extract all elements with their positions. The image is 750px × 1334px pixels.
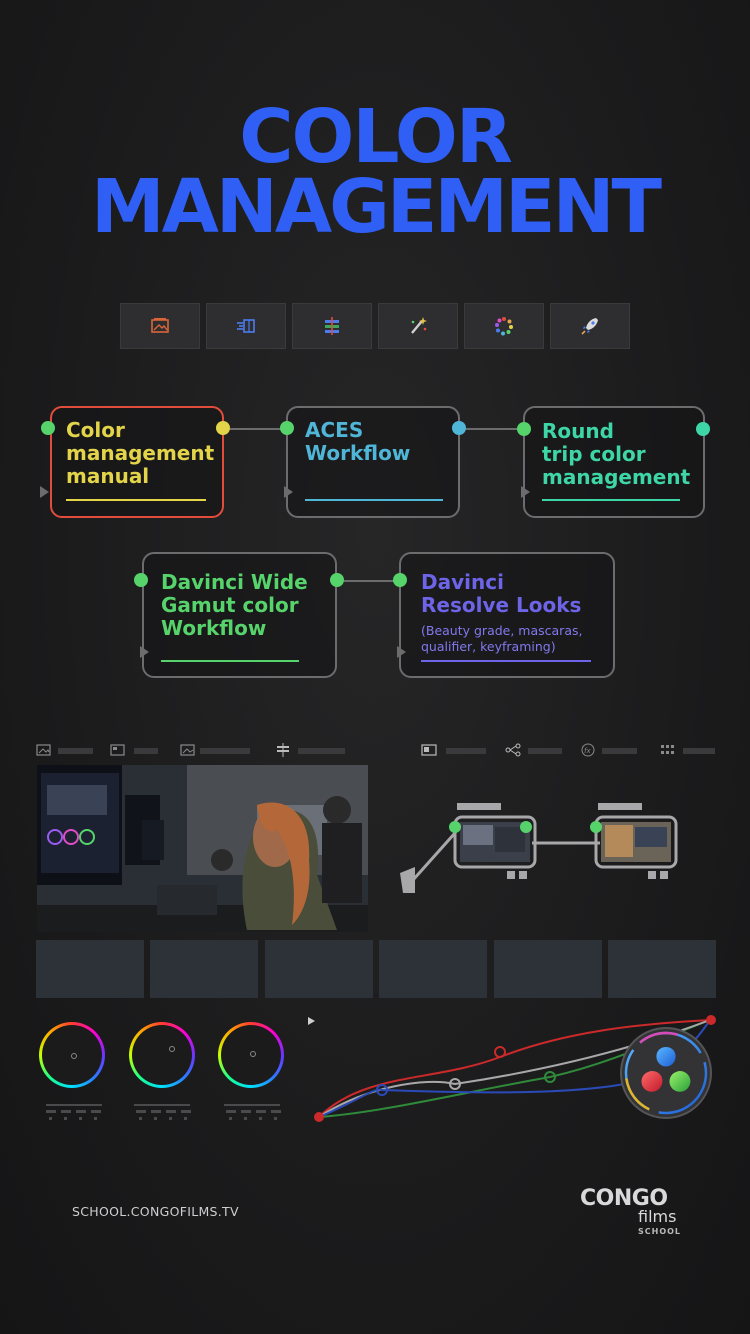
- node-1-underline: [66, 499, 206, 501]
- panel-label-bar: [683, 748, 715, 754]
- panel-label-bar: [200, 748, 250, 754]
- clip-thumbnail[interactable]: [36, 940, 144, 998]
- fusion-page-button[interactable]: [378, 303, 458, 349]
- panel-label-bar: [446, 748, 486, 754]
- clip-icon[interactable]: [421, 743, 437, 757]
- luts-icon[interactable]: [110, 743, 126, 757]
- viewer-photo: [37, 765, 368, 932]
- node-2-underline: [305, 499, 443, 501]
- gallery-icon[interactable]: [36, 743, 52, 757]
- panel-label-bar: [134, 748, 158, 754]
- clip-thumbnail[interactable]: [494, 940, 602, 998]
- wheel-value-readouts: [46, 1104, 281, 1120]
- connector-1-2: [230, 428, 287, 430]
- title-line-2: MANAGEMENT: [91, 164, 662, 250]
- node-4-output-dot[interactable]: [330, 573, 344, 587]
- clip-thumbnail[interactable]: [150, 940, 258, 998]
- panel-label-bar: [602, 748, 637, 754]
- node-graph[interactable]: [395, 795, 715, 905]
- node-4-underline: [161, 660, 299, 662]
- wheel-center-marker: [250, 1051, 256, 1057]
- node-1-output-dot[interactable]: [216, 421, 230, 435]
- node-davinci-wide-gamut[interactable]: [142, 552, 337, 678]
- node-5-underline: [421, 660, 591, 662]
- svg-text:fx: fx: [584, 747, 591, 755]
- gamma-color-wheel[interactable]: [129, 1022, 195, 1088]
- edit-page-icon: [325, 317, 339, 335]
- deliver-page-button[interactable]: [550, 303, 630, 349]
- node-5-input-dot[interactable]: [393, 573, 407, 587]
- clip-thumbnail[interactable]: [265, 940, 373, 998]
- node-1-input-dot[interactable]: [41, 421, 55, 435]
- school-url[interactable]: SCHOOL.CONGOFILMS.TV: [72, 1204, 239, 1219]
- brand-congo: CONGO: [580, 1186, 668, 1211]
- clip-thumbnail[interactable]: [608, 940, 716, 998]
- fusion-page-icon: [411, 317, 427, 334]
- brand-films: films: [638, 1207, 677, 1226]
- brand-school: SCHOOL: [638, 1227, 682, 1236]
- connector-2-3: [466, 428, 524, 430]
- node-4-arrow-icon: [140, 646, 149, 658]
- media-page-button[interactable]: [120, 303, 200, 349]
- grid-icon[interactable]: [660, 743, 676, 757]
- media-page-icon: [151, 318, 169, 333]
- deliver-page-icon: [581, 318, 598, 335]
- panel-label-bar: [298, 748, 345, 754]
- color-page-icon: [495, 317, 513, 336]
- edit-page-button[interactable]: [292, 303, 372, 349]
- node-1-arrow-icon: [40, 486, 49, 498]
- cut-page-icon: [237, 319, 255, 333]
- clip-thumbnail[interactable]: [379, 940, 487, 998]
- node-3-output-dot[interactable]: [696, 422, 710, 436]
- wheel-center-marker: [71, 1053, 77, 1059]
- fx-icon[interactable]: fx: [580, 743, 596, 757]
- node-5-arrow-icon: [397, 646, 406, 658]
- wheel-center-marker: [169, 1046, 175, 1052]
- nodes-icon[interactable]: [505, 743, 521, 757]
- node-davinci-resolve-looks[interactable]: [399, 552, 615, 678]
- node-2-arrow-icon: [284, 486, 293, 498]
- node-2-input-dot[interactable]: [280, 421, 294, 435]
- media-pool-icon[interactable]: [180, 743, 196, 757]
- node-4-input-dot[interactable]: [134, 573, 148, 587]
- node-3-input-dot[interactable]: [517, 422, 531, 436]
- color-page-button[interactable]: [464, 303, 544, 349]
- node-3-underline: [542, 499, 680, 501]
- node-5-subtitle: (Beauty grade, mascaras,qualifier, keyfr…: [421, 623, 583, 654]
- timeline-icon[interactable]: [275, 743, 291, 757]
- node-2-output-dot[interactable]: [452, 421, 466, 435]
- davinci-resolve-logo: [620, 1027, 712, 1119]
- node-3-arrow-icon: [521, 486, 530, 498]
- connector-4-5: [344, 580, 400, 582]
- panel-label-bar: [58, 748, 93, 754]
- panel-label-bar: [528, 748, 562, 754]
- cut-page-button[interactable]: [206, 303, 286, 349]
- title-line-1: COLOR: [239, 94, 513, 180]
